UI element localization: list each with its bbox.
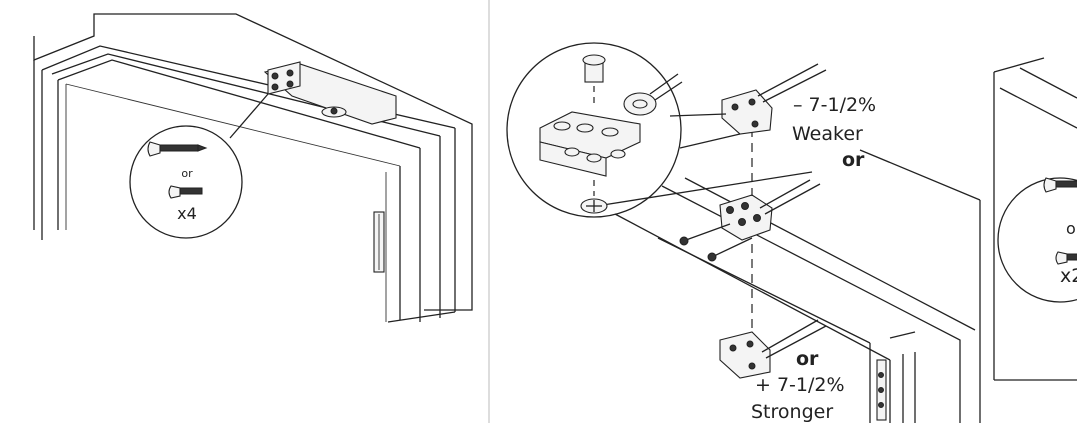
closer-body-left	[263, 61, 397, 125]
door-frame-left	[33, 13, 473, 323]
screw-callout-right: o x2	[997, 177, 1077, 303]
or-top-label: or	[842, 149, 865, 171]
self-drilling-screw-icon	[147, 141, 208, 157]
screw-callout-left: or x4	[129, 93, 269, 239]
shoe-bracket-icon	[539, 111, 641, 177]
pivot-pin-icon	[582, 54, 606, 83]
stronger-label: Stronger	[751, 401, 833, 423]
or-bottom-label: or	[796, 348, 819, 370]
weaker-label: Weaker	[792, 123, 863, 145]
stronger-percent-label: + 7-1/2%	[755, 374, 845, 396]
hinge-middle	[876, 359, 887, 421]
door-frame-middle	[602, 149, 981, 423]
arm-ring-icon	[623, 73, 683, 116]
shoe-detail-callout	[506, 42, 741, 218]
arm-shoe-stronger	[719, 319, 827, 379]
callout-or-label-right: o	[1066, 219, 1076, 238]
callout-or-label: or	[181, 167, 193, 180]
arm-shoe-mounted	[679, 179, 821, 262]
callout-quantity-label: x4	[177, 204, 197, 223]
arm-shoe-weaker	[721, 63, 827, 135]
weaker-percent-label: – 7-1/2%	[793, 94, 876, 116]
callout-quantity-label-right: x2	[1060, 265, 1077, 287]
mounting-screw-icon	[580, 198, 608, 214]
door-frame-right	[993, 57, 1077, 381]
machine-screw-icon	[168, 185, 203, 199]
self-drilling-screw-icon-right	[1043, 177, 1077, 193]
machine-screw-icon-right	[1055, 251, 1077, 265]
